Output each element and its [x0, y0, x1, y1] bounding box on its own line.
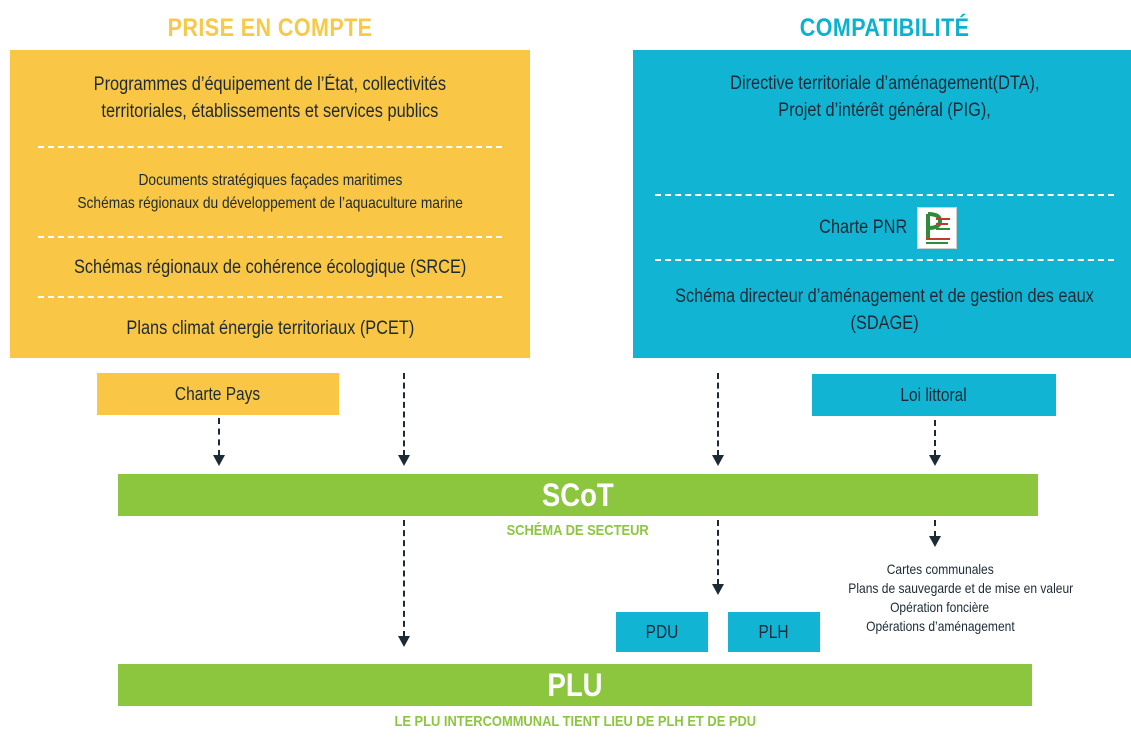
panel-divider	[38, 236, 502, 238]
compatibilite-panel: Directive territoriale d’aménagement(DTA…	[633, 50, 1131, 358]
plh-box: PLH	[728, 612, 820, 652]
list-item: Plans de sauvegarde et de mise en valeur	[848, 580, 1074, 596]
heading-compatibilite: COMPATIBILITÉ	[799, 14, 970, 42]
arrow-head	[213, 455, 225, 466]
panel-divider	[655, 259, 1114, 261]
arrow-head	[929, 455, 941, 466]
right-list: Cartes communales Plans de sauvegarde et…	[830, 560, 1074, 636]
pnr-logo-icon	[916, 206, 957, 249]
plu-bar: PLU	[118, 664, 1032, 706]
charte-pays-box: Charte Pays	[97, 373, 339, 415]
arrow-head	[398, 636, 410, 647]
arrow-line	[218, 418, 220, 456]
panel-item-dta-pig: Directive territoriale d’aménagement(DTA…	[729, 73, 1040, 121]
arrow-line	[717, 373, 719, 456]
arrow-head	[712, 455, 724, 466]
panel-item-sdage: Schéma directeur d’aménagement et de ges…	[675, 286, 1094, 334]
scot-subtitle: SCHÉMA DE SECTEUR	[506, 522, 650, 539]
panel-item-srce: Schémas régionaux de cohérence écologiqu…	[73, 256, 467, 278]
panel-item-pcet: Plans climat énergie territoriaux (PCET)	[126, 317, 414, 339]
arrow-line	[934, 520, 936, 537]
arrow-head	[398, 455, 410, 466]
arrow-line	[403, 373, 405, 456]
plu-subtitle: LE PLU INTERCOMMUNAL TIENT LIEU DE PLH E…	[394, 713, 756, 730]
scot-bar: SCoT	[118, 474, 1038, 516]
list-item: Opérations d’aménagement	[865, 618, 1015, 634]
arrow-head	[929, 536, 941, 547]
panel-item-charte-pnr: Charte PNR	[633, 196, 1131, 259]
pdu-box: PDU	[616, 612, 708, 652]
prise-en-compte-panel: Programmes d’équipement de l’État, colle…	[10, 50, 530, 358]
panel-divider	[38, 146, 502, 148]
arrow-line	[717, 520, 719, 585]
panel-divider	[655, 194, 1114, 196]
panel-item-programmes: Programmes d’équipement de l’État, colle…	[93, 74, 447, 122]
loi-littoral-box: Loi littoral	[812, 374, 1056, 416]
arrow-head	[712, 584, 724, 595]
list-item: Opération foncière	[890, 599, 990, 615]
panel-item-documents-strategiques: Documents stratégiques façades maritimes…	[77, 172, 463, 212]
list-item: Cartes communales	[886, 561, 994, 577]
arrow-line	[934, 420, 936, 456]
heading-prise-en-compte: PRISE EN COMPTE	[167, 14, 373, 42]
panel-divider	[38, 296, 502, 298]
arrow-line	[403, 520, 405, 637]
